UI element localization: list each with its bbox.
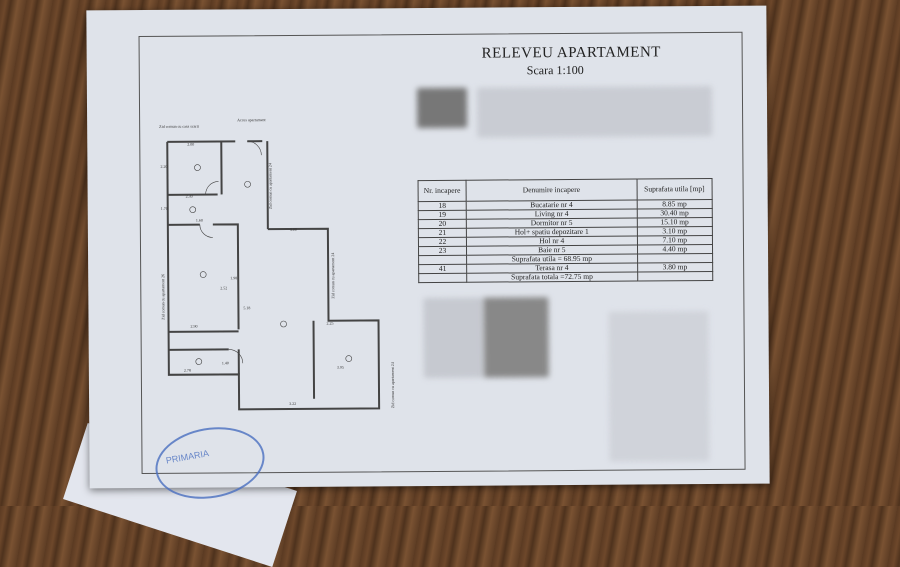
dimension-label: 2.52 [220,285,227,290]
dimension-label: 3.22 [289,401,296,406]
label-right-wall-2: Zid comun cu apartament 24 [330,253,335,299]
header-name: Denumire incapere [466,179,637,202]
dimension-label: 5.18 [243,305,250,310]
room-markers [189,164,353,365]
document-title: RELEVEU APARTAMENT [481,44,661,62]
label-left-wall: Zid comun cu apartament 26 [160,274,165,320]
door-arc [205,181,219,195]
redacted-block [476,86,713,138]
room-marker [189,206,197,213]
label-access: Acces apartament [237,117,266,122]
dimension-label: 2.00 [187,142,194,147]
cell: Suprafata totala =72.75 mp [466,272,638,283]
room-marker [195,358,203,365]
header-area: Suprafata utila [mp] [636,178,713,201]
dimension-label: 1.98 [230,275,237,280]
dimension-label: 3.00 [290,227,297,232]
stamp-text: PRIMARIA [165,448,210,466]
dimension-label: 1.60 [196,218,203,223]
cell: 41 [418,264,467,274]
total-row: Suprafata totala =72.75 mp [418,271,713,283]
room-marker [280,320,287,328]
dimension-label: 1.40 [222,360,229,365]
redacted-block [423,297,484,379]
dimension-label: 2.20 [160,164,167,169]
room-marker [244,180,251,188]
dimension-label: 2.90 [191,324,198,329]
header-nr: Nr. incapere [418,180,467,202]
floor-plan: Zid comun cu casa scarii Acces apartamen… [159,117,395,411]
room-marker [199,271,207,278]
label-right-wall-3: Zid comun cu apartament 24 [390,362,395,408]
door-arc [199,224,213,238]
dimension-label: 2.30 [186,194,193,199]
plan-walls [166,140,381,411]
document-scale: Scara 1:100 [526,62,584,78]
label-top-wall: Zid comun cu casa scarii [159,124,200,129]
document-sheet: RELEVEU APARTAMENT Scara 1:100 Nr. incap… [86,5,770,489]
redacted-block [483,297,549,378]
label-right-wall: Zid comun cu apartament 24 [267,163,272,209]
room-marker [194,164,201,171]
redacted-block [416,87,468,129]
dimension-label: 2.78 [184,368,191,373]
redacted-block [608,311,710,462]
dimension-label: 2.25 [327,321,334,326]
room-marker [345,355,353,362]
dimension-label: 1.70 [161,206,168,211]
dimension-label: 3.95 [337,365,344,370]
door-arc [228,349,244,364]
cell: 23 [418,246,467,256]
dimensions: 2.00 2.20 2.30 1.70 1.60 3.00 2.521.98 2.90 5.18… [160,142,344,406]
door-arc [247,140,262,156]
